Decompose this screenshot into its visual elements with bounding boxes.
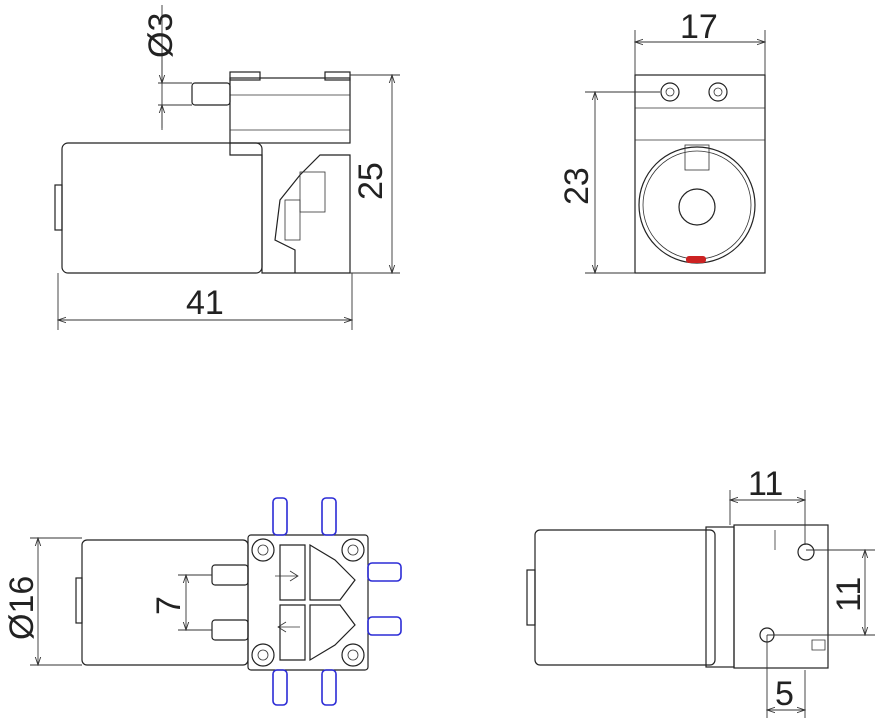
top-view: Ø16 7	[3, 497, 402, 706]
nozzle	[191, 82, 231, 106]
front-body	[634, 74, 766, 274]
label-diameter-16: Ø16	[3, 576, 41, 640]
front-view: 17 23	[558, 8, 765, 273]
label-offset-5: 5	[775, 675, 794, 713]
label-height-23: 23	[558, 167, 596, 205]
label-length-41: 41	[186, 284, 224, 322]
motor-body	[61, 142, 263, 274]
left-nozzle	[211, 619, 249, 641]
pump-block	[733, 524, 829, 669]
left-nozzle	[211, 564, 249, 586]
motor-circle	[638, 146, 756, 264]
shaft-hole	[678, 188, 716, 226]
pump-head	[229, 77, 351, 144]
label-width-11: 11	[748, 465, 783, 503]
label-width-17: 17	[680, 8, 718, 46]
red-marker	[686, 256, 706, 263]
side-view: Ø3 25 41	[54, 5, 400, 330]
motor-body	[534, 529, 716, 666]
motor-end-cap	[54, 184, 63, 231]
label-height-25: 25	[352, 162, 390, 200]
label-nozzle-diameter: Ø3	[142, 13, 180, 58]
mount-hole	[797, 543, 815, 561]
pump-block	[247, 534, 369, 671]
label-spacing-7: 7	[150, 596, 188, 615]
blue-nozzles	[272, 497, 402, 706]
rear-view: 11 11 5	[526, 465, 875, 718]
label-hole-spacing-11: 11	[830, 577, 868, 612]
